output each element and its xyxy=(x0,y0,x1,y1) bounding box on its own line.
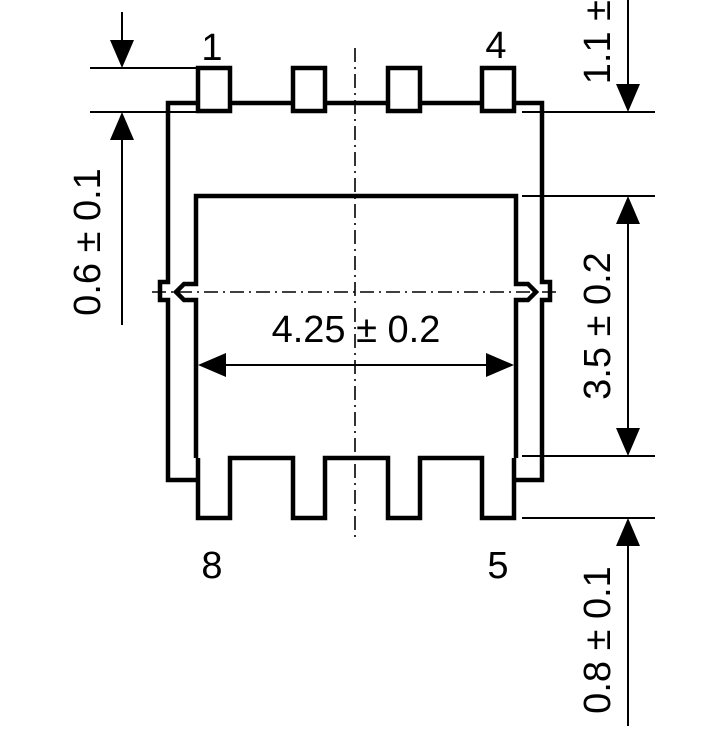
bottom-leads xyxy=(195,455,517,521)
width-dimension-label: 4.25 ± 0.2 xyxy=(272,309,441,351)
pin-label-8: 8 xyxy=(201,545,222,587)
width-dimension xyxy=(198,353,514,377)
lead-pin-2 xyxy=(290,65,328,114)
top-offset-label: 1.1 ± xyxy=(577,0,619,84)
pin-label-5: 5 xyxy=(487,545,508,587)
top-offset-dimension xyxy=(616,0,640,112)
top-leads xyxy=(195,65,517,114)
pin-label-4: 4 xyxy=(485,25,506,67)
lead-pin-4 xyxy=(479,65,517,114)
height-dimension-label: 3.5 ± 0.2 xyxy=(577,252,619,400)
pin-label-1: 1 xyxy=(201,27,222,69)
lead-top-height-dimension xyxy=(110,12,134,325)
die-pad-outline xyxy=(172,193,540,458)
lead-pin-3 xyxy=(385,65,423,114)
lead-bottom-height-dimension xyxy=(616,518,640,726)
height-dimension xyxy=(616,196,640,456)
lead-pin-1 xyxy=(195,65,233,114)
lead-top-height-label: 0.6 ± 0.1 xyxy=(67,168,109,316)
package-body xyxy=(157,100,553,483)
lead-bottom-height-label: 0.8 ± 0.1 xyxy=(577,566,619,714)
